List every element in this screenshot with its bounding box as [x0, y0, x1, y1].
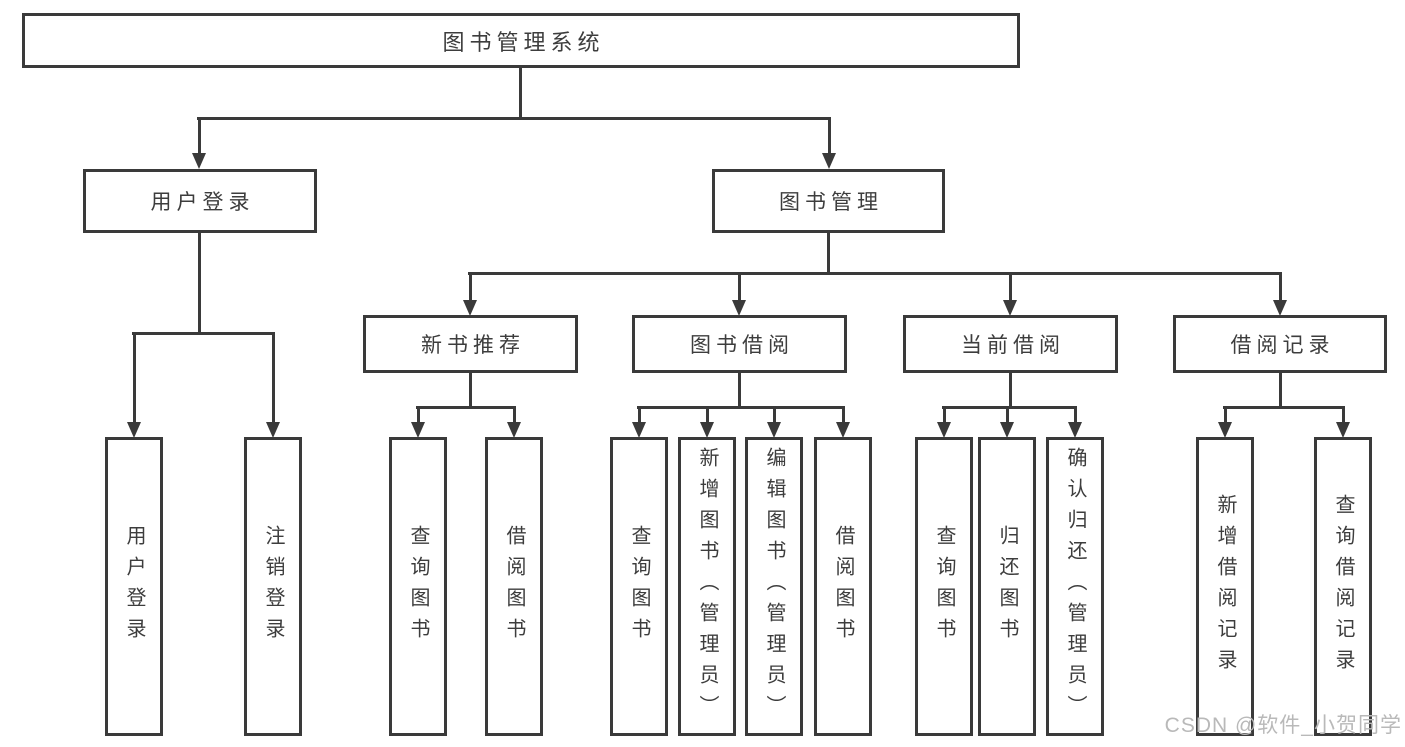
arrow-down-icon [836, 422, 850, 438]
connector-line [1279, 371, 1282, 409]
arrow-down-icon [822, 153, 836, 169]
arrow-down-icon [192, 153, 206, 169]
connector-line [469, 371, 472, 409]
connector-line [828, 117, 831, 155]
arrow-down-icon [127, 422, 141, 438]
arrow-down-icon [507, 422, 521, 438]
leaf-borrow-books: 借阅图书 [814, 437, 872, 736]
connector-line [513, 406, 516, 424]
leaf-query-books-recommend: 查询图书 [389, 437, 447, 736]
node-book-management-system: 图书管理系统 [22, 13, 1020, 68]
leaf-logout: 注销登录 [244, 437, 302, 736]
node-user-login: 用户登录 [83, 169, 317, 233]
connector-line [637, 406, 845, 409]
connector-line [272, 332, 275, 423]
node-current-borrowing: 当前借阅 [903, 315, 1118, 373]
leaf-query-borrow-record: 查询借阅记录 [1314, 437, 1372, 736]
connector-line [1009, 272, 1012, 302]
connector-line [827, 231, 830, 275]
connector-line [842, 406, 845, 424]
connector-line [706, 406, 709, 424]
arrow-down-icon [1218, 422, 1232, 438]
leaf-user-login: 用户登录 [105, 437, 163, 736]
leaf-return-books: 归还图书 [978, 437, 1036, 736]
leaf-confirm-return-admin: 确认归还（管理员） [1046, 437, 1104, 736]
connector-line [738, 371, 741, 409]
connector-line [1074, 406, 1077, 424]
leaf-add-books-admin: 新增图书（管理员） [678, 437, 736, 736]
connector-line [738, 272, 741, 302]
leaf-edit-books-admin: 编辑图书（管理员） [745, 437, 803, 736]
csdn-watermark: CSDN @软件_小贺同学 [1164, 714, 1402, 737]
leaf-borrow-books-recommend: 借阅图书 [485, 437, 543, 736]
arrow-down-icon [1273, 300, 1287, 316]
node-book-borrowing: 图书借阅 [632, 315, 847, 373]
arrow-down-icon [1003, 300, 1017, 316]
connector-line [519, 66, 522, 119]
connector-line [1224, 406, 1227, 424]
connector-line [942, 406, 1077, 409]
node-book-management: 图书管理 [712, 169, 945, 233]
arrow-down-icon [937, 422, 951, 438]
connector-line [133, 332, 136, 423]
connector-line [638, 406, 641, 424]
arrow-down-icon [700, 422, 714, 438]
arrow-down-icon [732, 300, 746, 316]
connector-line [1009, 371, 1012, 409]
arrow-down-icon [632, 422, 646, 438]
leaf-query-books-borrowing: 查询图书 [610, 437, 668, 736]
node-borrowing-records: 借阅记录 [1173, 315, 1387, 373]
arrow-down-icon [463, 300, 477, 316]
arrow-down-icon [1336, 422, 1350, 438]
connector-line [198, 117, 201, 155]
connector-line [198, 231, 201, 335]
arrow-down-icon [1068, 422, 1082, 438]
connector-line [416, 406, 516, 409]
connector-line [1342, 406, 1345, 424]
connector-line [773, 406, 776, 424]
leaf-query-books-current: 查询图书 [915, 437, 973, 736]
arrow-down-icon [1000, 422, 1014, 438]
leaf-add-borrow-record: 新增借阅记录 [1196, 437, 1254, 736]
connector-line [132, 332, 275, 335]
arrow-down-icon [266, 422, 280, 438]
node-new-book-recommend: 新书推荐 [363, 315, 578, 373]
connector-line [943, 406, 946, 424]
connector-line [468, 272, 1282, 275]
arrow-down-icon [767, 422, 781, 438]
connector-line [197, 117, 831, 120]
connector-line [469, 272, 472, 302]
connector-line [1006, 406, 1009, 424]
connector-line [417, 406, 420, 424]
connector-line [1223, 406, 1345, 409]
arrow-down-icon [411, 422, 425, 438]
connector-line [1279, 272, 1282, 302]
